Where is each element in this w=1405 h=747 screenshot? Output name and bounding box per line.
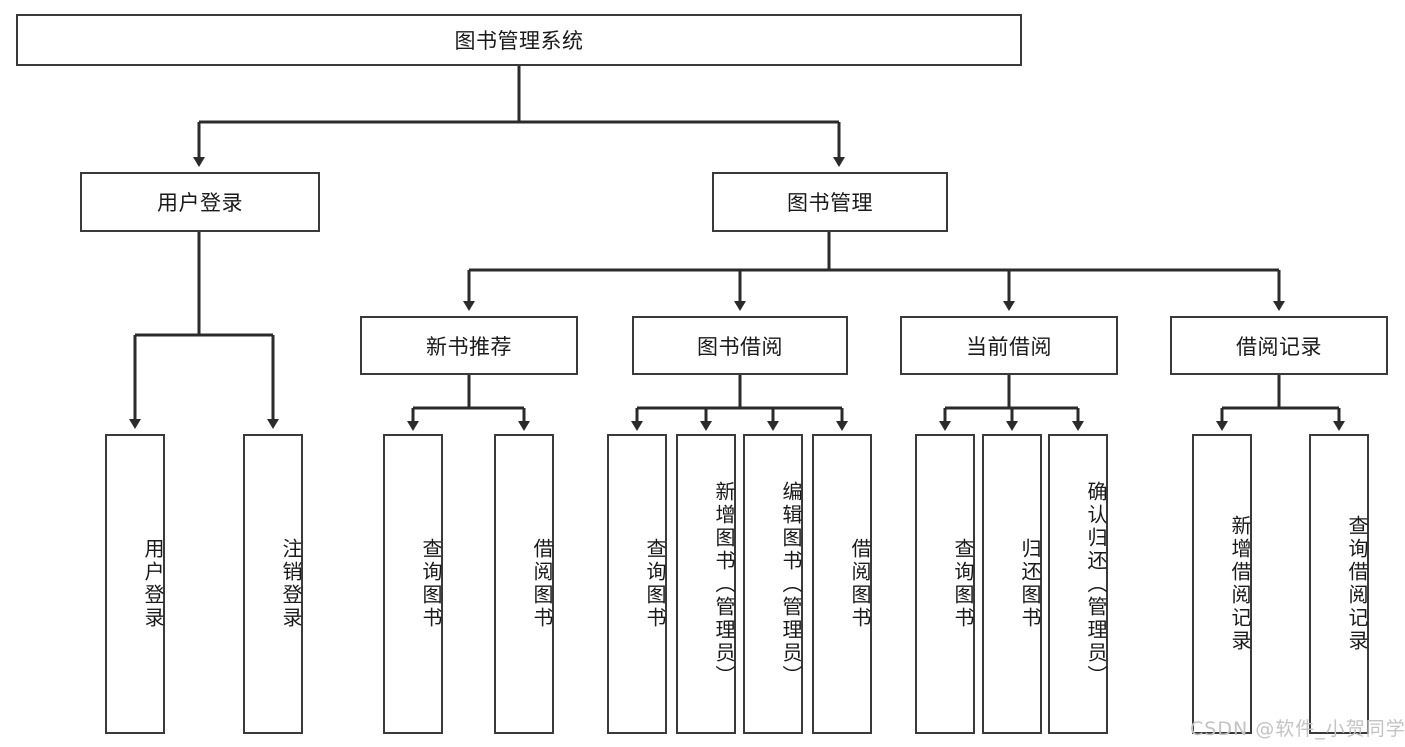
- leaf-add-book-label: 新增图书（管理员）: [712, 480, 736, 688]
- leaf-return-book-label: 归还图书: [1018, 538, 1042, 630]
- node-current-borrow[interactable]: 当前借阅: [900, 316, 1118, 375]
- node-book-manage[interactable]: 图书管理: [712, 172, 948, 232]
- leaf-logout-label: 注销登录: [279, 538, 303, 630]
- leaf-add-book[interactable]: 新增图书（管理员）: [676, 434, 736, 734]
- node-book-borrow-label: 图书借阅: [697, 334, 783, 359]
- leaf-edit-book-label: 编辑图书（管理员）: [779, 480, 803, 688]
- leaf-query-book-1-label: 查询图书: [419, 538, 443, 630]
- leaf-borrow-book-1-label: 借阅图书: [530, 538, 554, 630]
- leaf-query-record-label: 查询借阅记录: [1345, 515, 1369, 653]
- leaf-add-record-label: 新增借阅记录: [1228, 515, 1252, 653]
- leaf-borrow-book-1[interactable]: 借阅图书: [494, 434, 554, 734]
- leaf-logout[interactable]: 注销登录: [243, 434, 303, 734]
- leaf-user-login-label: 用户登录: [141, 538, 165, 630]
- csdn-watermark: CSDN @软件_小贺同学: [1190, 718, 1405, 740]
- leaf-return-book[interactable]: 归还图书: [982, 434, 1042, 734]
- node-user-login-label: 用户登录: [157, 191, 243, 215]
- node-new-book-rec[interactable]: 新书推荐: [360, 316, 578, 375]
- leaf-query-book-1[interactable]: 查询图书: [383, 434, 443, 734]
- leaf-edit-book[interactable]: 编辑图书（管理员）: [743, 434, 803, 734]
- node-user-login[interactable]: 用户登录: [80, 172, 320, 232]
- leaf-confirm-return[interactable]: 确认归还（管理员）: [1048, 434, 1108, 734]
- leaf-query-record[interactable]: 查询借阅记录: [1309, 434, 1369, 734]
- node-current-borrow-label: 当前借阅: [966, 334, 1052, 359]
- leaf-query-book-2-label: 查询图书: [643, 538, 667, 630]
- leaf-query-book-3-label: 查询图书: [951, 538, 975, 630]
- node-root-label: 图书管理系统: [454, 29, 584, 53]
- leaf-query-book-2[interactable]: 查询图书: [607, 434, 667, 734]
- node-borrow-record-label: 借阅记录: [1236, 334, 1322, 359]
- leaf-user-login[interactable]: 用户登录: [105, 434, 165, 734]
- node-book-manage-label: 图书管理: [787, 191, 873, 215]
- leaf-borrow-book-2[interactable]: 借阅图书: [812, 434, 872, 734]
- leaf-confirm-return-label: 确认归还（管理员）: [1084, 480, 1108, 688]
- node-new-book-rec-label: 新书推荐: [426, 334, 512, 359]
- node-book-borrow[interactable]: 图书借阅: [632, 316, 848, 375]
- node-borrow-record[interactable]: 借阅记录: [1170, 316, 1388, 375]
- leaf-add-record[interactable]: 新增借阅记录: [1192, 434, 1252, 734]
- node-root[interactable]: 图书管理系统: [16, 14, 1022, 66]
- leaf-borrow-book-2-label: 借阅图书: [848, 538, 872, 630]
- leaf-query-book-3[interactable]: 查询图书: [915, 434, 975, 734]
